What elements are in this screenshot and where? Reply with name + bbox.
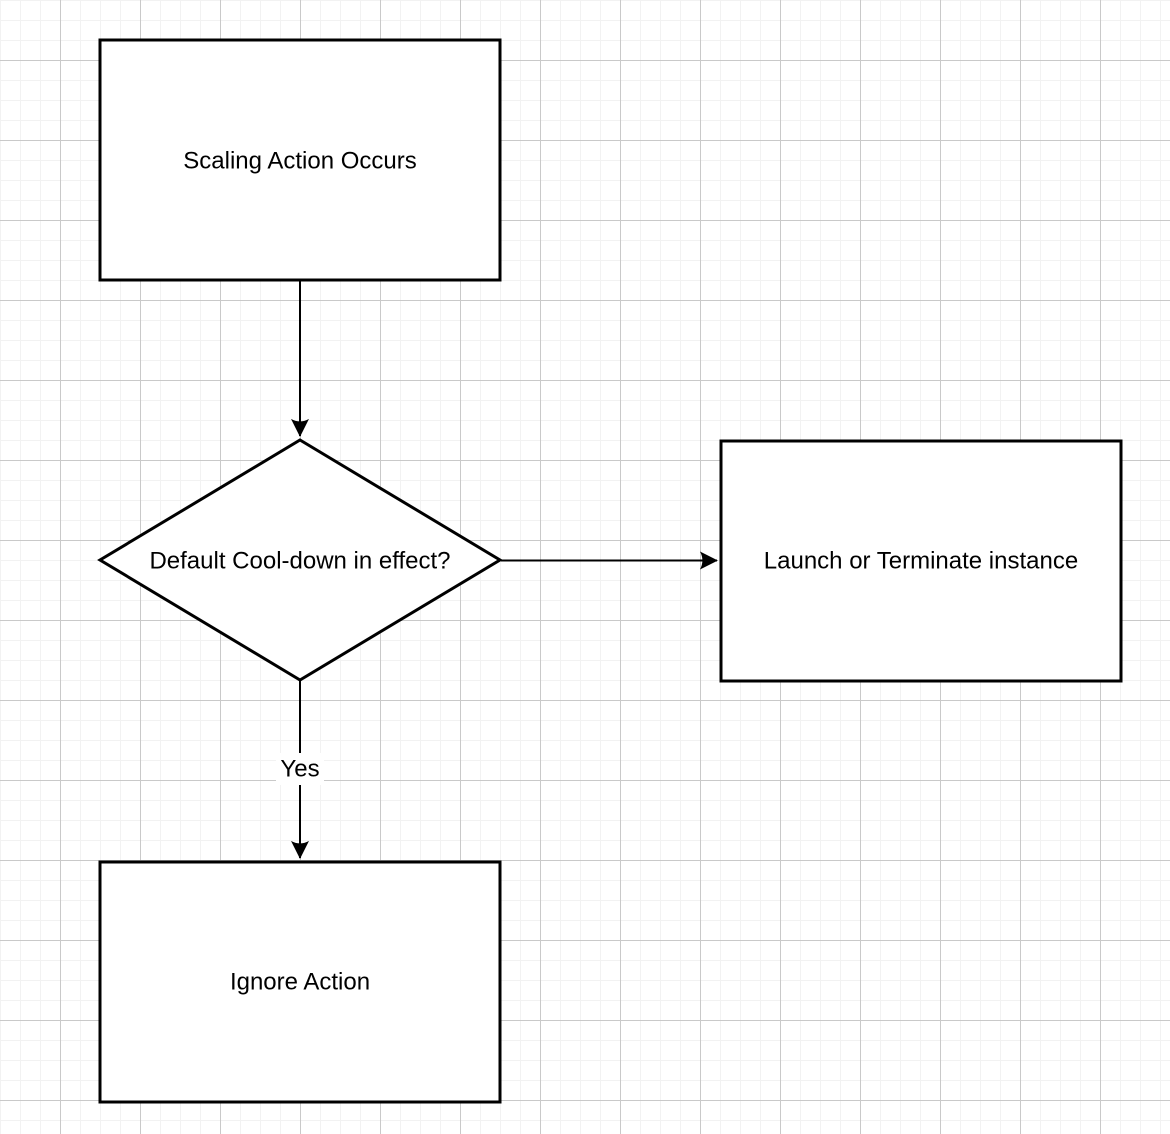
node-default-cooldown-decision[interactable]: Default Cool-down in effect? xyxy=(97,438,503,682)
node-ignore-action[interactable]: Ignore Action xyxy=(98,860,502,1104)
edge-label-yes-text: Yes xyxy=(280,756,319,783)
edge-label-yes-background xyxy=(276,753,324,785)
node-ignore-action-shape[interactable] xyxy=(98,860,502,1104)
node-default-cooldown-decision-label: Default Cool-down in effect? xyxy=(149,548,450,575)
node-default-cooldown-decision-shape[interactable] xyxy=(97,438,503,682)
node-scaling-action-occurs-label: Scaling Action Occurs xyxy=(183,148,416,175)
node-launch-or-terminate-instance[interactable]: Launch or Terminate instance xyxy=(719,439,1123,683)
node-launch-or-terminate-instance-shape[interactable] xyxy=(719,439,1123,683)
node-scaling-action-occurs-shape[interactable] xyxy=(98,38,502,282)
node-scaling-action-occurs[interactable]: Scaling Action Occurs xyxy=(98,38,502,282)
node-ignore-action-label: Ignore Action xyxy=(230,969,370,996)
edge-label-yes[interactable]: Yes xyxy=(276,753,324,785)
node-launch-or-terminate-instance-label: Launch or Terminate instance xyxy=(764,548,1078,575)
